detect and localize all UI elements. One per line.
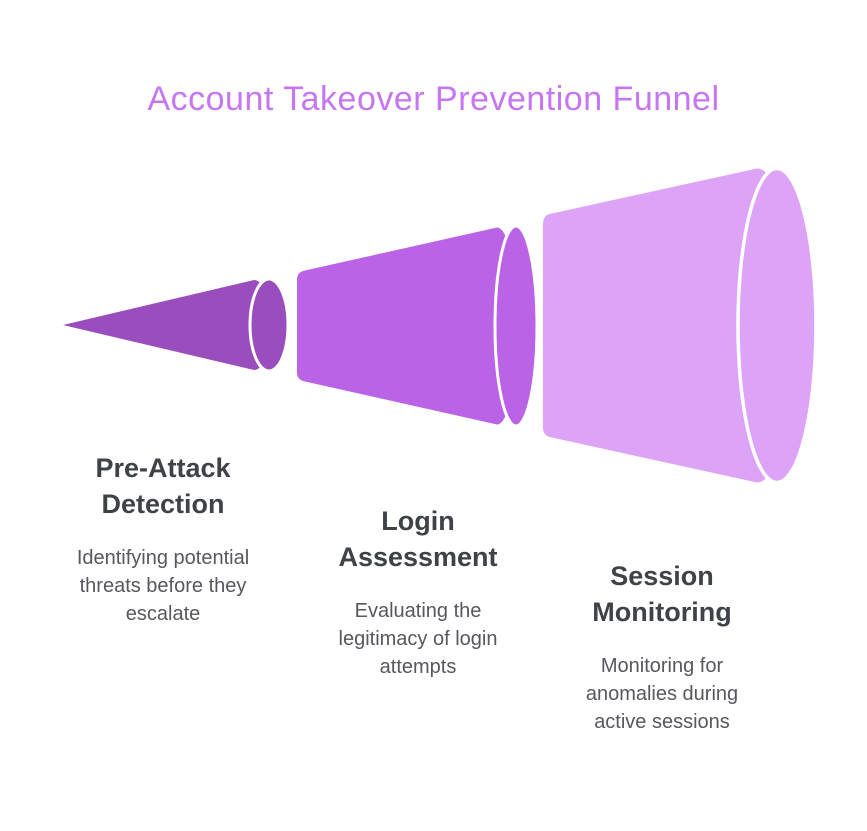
stage-title-line: Pre-Attack bbox=[95, 453, 231, 483]
funnel-stage-3-body bbox=[543, 168, 797, 483]
stage-description-line: escalate bbox=[125, 603, 201, 625]
stage-title-line: Detection bbox=[101, 489, 225, 519]
funnel-stage-3 bbox=[543, 166, 818, 485]
stage-title-line: Monitoring bbox=[592, 597, 732, 627]
funnel-stage-1-cone bbox=[63, 280, 272, 370]
stage-title: Login Assessment bbox=[293, 503, 543, 575]
stage-pre-attack-detection: Pre-Attack Detection Identifying potenti… bbox=[33, 450, 293, 628]
stage-description: Evaluating the legitimacy of login attem… bbox=[293, 597, 543, 681]
stage-title: Pre-Attack Detection bbox=[33, 450, 293, 522]
funnel-stage-1 bbox=[63, 277, 290, 373]
stage-title-line: Login bbox=[381, 506, 455, 536]
stage-description-line: Monitoring for bbox=[600, 655, 724, 677]
stage-description-line: threats before they bbox=[79, 575, 247, 597]
stage-title-line: Assessment bbox=[338, 542, 498, 572]
stage-description-line: anomalies during bbox=[585, 683, 739, 705]
stage-description: Identifying potential threats before the… bbox=[33, 544, 293, 628]
stage-session-monitoring: Session Monitoring Monitoring for anomal… bbox=[540, 558, 784, 736]
stage-description-line: active sessions bbox=[594, 711, 730, 733]
diagram-title: Account Takeover Prevention Funnel bbox=[147, 80, 720, 118]
stage-description-line: Evaluating the bbox=[354, 600, 482, 622]
funnel-stage-2-cap bbox=[493, 224, 539, 428]
stage-description-line: Identifying potential bbox=[76, 547, 250, 569]
stage-title: Session Monitoring bbox=[540, 558, 784, 630]
funnel-stage-2 bbox=[297, 224, 539, 428]
stage-login-assessment: Login Assessment Evaluating the legitima… bbox=[293, 503, 543, 681]
stage-description-line: legitimacy of login bbox=[338, 628, 498, 650]
funnel-stage-2-body bbox=[297, 227, 518, 425]
stage-title-line: Session bbox=[610, 561, 714, 591]
stage-description-line: attempts bbox=[379, 656, 457, 678]
funnel-stage-3-cap bbox=[736, 166, 818, 485]
funnel-stage-1-cap bbox=[248, 277, 290, 373]
stage-description: Monitoring for anomalies during active s… bbox=[540, 652, 784, 736]
